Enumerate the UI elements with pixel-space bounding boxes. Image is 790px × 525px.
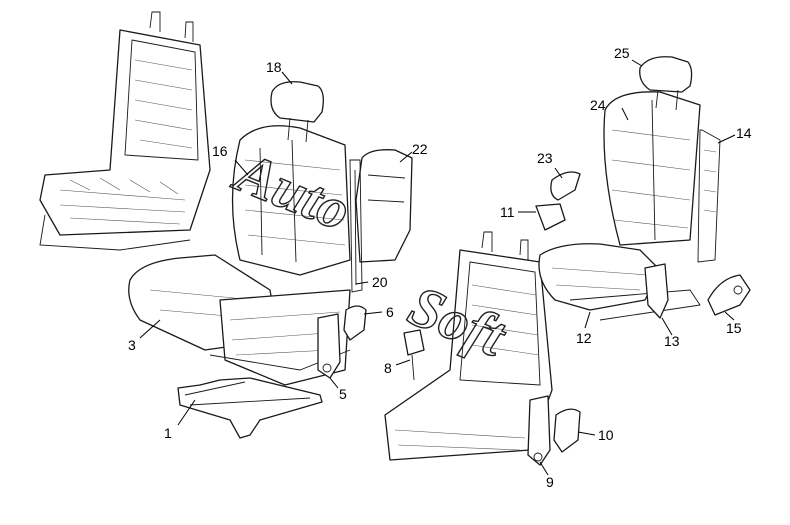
callout-labels: 1 3 5 6 8 9 10 11 12 13 14 15 16 18 20 2… [128, 45, 752, 490]
seat-back-24 [603, 91, 701, 246]
frame-20 [349, 159, 363, 293]
side-cover-5 [317, 313, 341, 379]
leader-lines [139, 59, 736, 476]
headrest-25 [639, 56, 693, 111]
left-seat-frame [39, 11, 211, 251]
callout-24: 24 [590, 97, 606, 113]
callout-13: 13 [664, 333, 680, 349]
callout-5: 5 [339, 386, 347, 402]
rail-1 [177, 377, 323, 439]
callout-10: 10 [598, 427, 614, 443]
handle-11 [535, 203, 566, 231]
callout-20: 20 [372, 274, 388, 290]
back-panel-22 [355, 149, 413, 263]
headrest-18 [270, 81, 324, 143]
callout-23: 23 [537, 150, 553, 166]
callout-15: 15 [726, 320, 742, 336]
right-seat-frame-middle [384, 231, 553, 461]
callout-16: 16 [212, 143, 228, 159]
callout-18: 18 [266, 59, 282, 75]
callout-14: 14 [736, 125, 752, 141]
seat-back-16 [231, 125, 351, 276]
callout-8: 8 [384, 360, 392, 376]
cover-15 [707, 274, 751, 316]
cover-10 [553, 408, 581, 453]
callout-3: 3 [128, 337, 136, 353]
callout-11: 11 [500, 204, 515, 220]
cover-6 [343, 305, 367, 341]
callout-9: 9 [546, 474, 554, 490]
cushion-12 [538, 243, 701, 321]
callout-22: 22 [412, 141, 428, 157]
buckle-8 [403, 329, 425, 381]
callout-25: 25 [614, 45, 630, 61]
side-cover-9 [527, 395, 551, 466]
callout-12: 12 [576, 330, 592, 346]
cover-13 [644, 263, 669, 319]
callout-6: 6 [386, 304, 394, 320]
callout-1: 1 [164, 425, 172, 441]
frame-14 [697, 129, 721, 263]
handle-23 [550, 171, 581, 201]
